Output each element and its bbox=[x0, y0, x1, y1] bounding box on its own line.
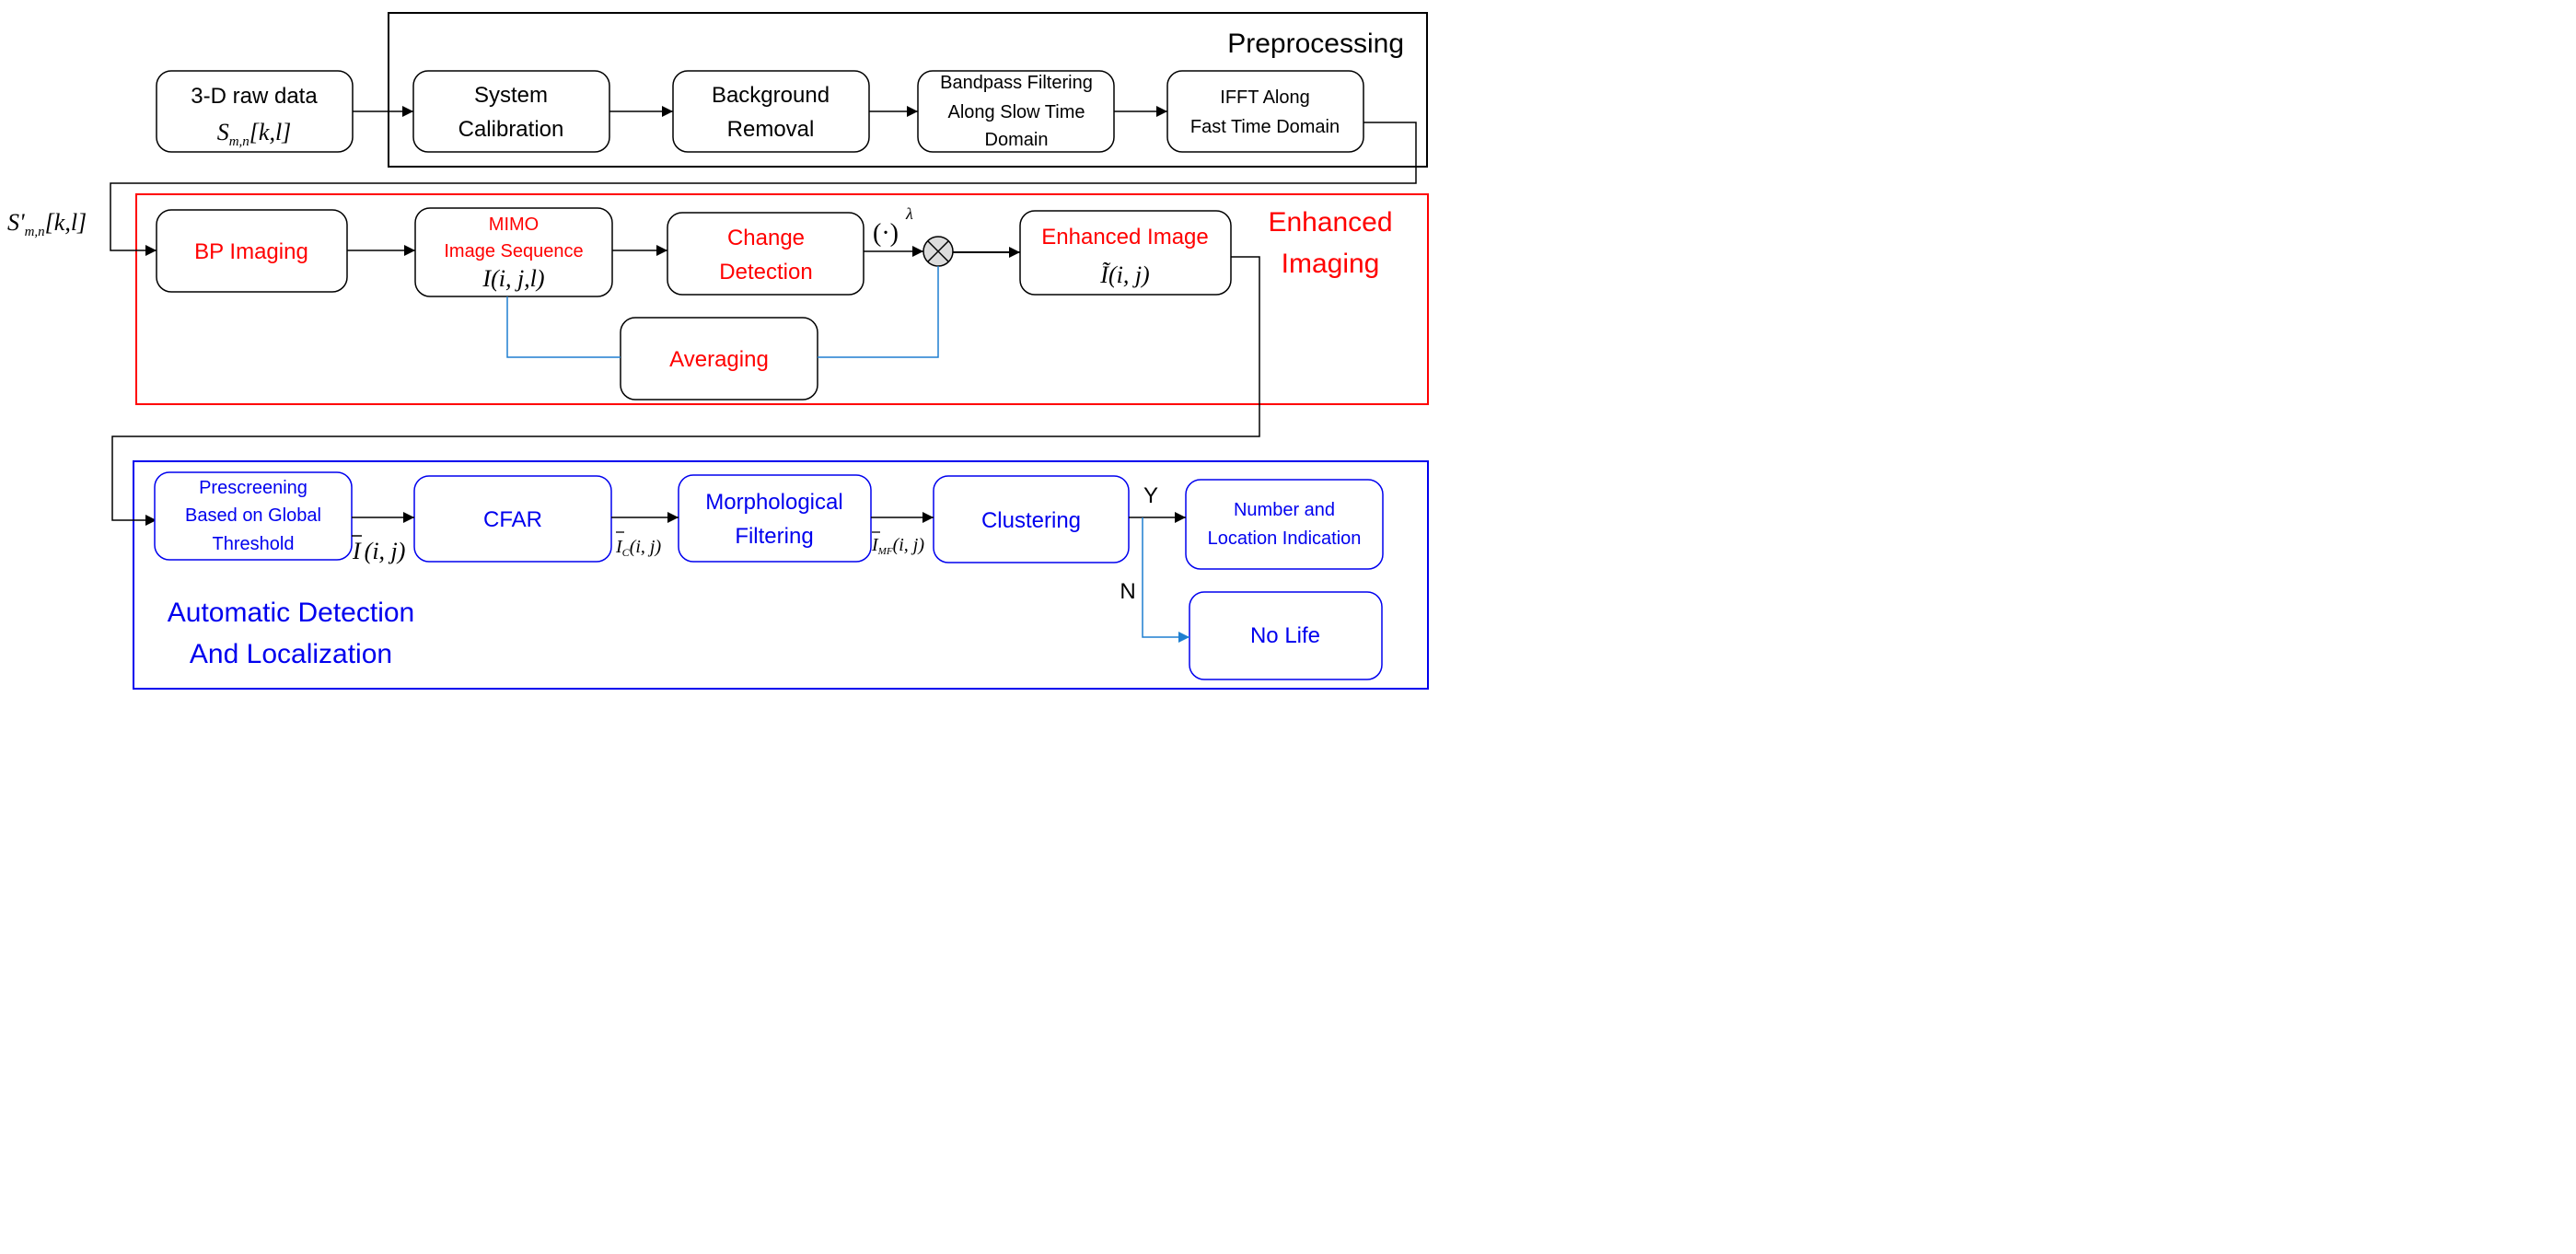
morphological-line2: Filtering bbox=[735, 524, 813, 549]
enhanced-image-block[interactable]: Enhanced Image Ĩ(i, j) bbox=[1019, 210, 1232, 296]
multiplier-node bbox=[922, 236, 954, 267]
clustering-label: Clustering bbox=[981, 508, 1081, 533]
connector-averaging-to-multiplier bbox=[818, 266, 939, 358]
change-detection-line1: Change bbox=[727, 226, 805, 250]
mimo-label: MIMO bbox=[489, 215, 539, 235]
preprocessing-frame bbox=[388, 12, 1428, 168]
detection-frame bbox=[133, 460, 1429, 690]
cfar-block[interactable]: CFAR bbox=[413, 475, 612, 563]
number-location-line2: Location Indication bbox=[1208, 528, 1362, 549]
no-life-block[interactable]: No Life bbox=[1189, 591, 1383, 680]
bandpass-filtering-line1: Bandpass Filtering bbox=[940, 73, 1093, 93]
enhanced-imaging-frame bbox=[135, 193, 1429, 405]
connector-enhanced-to-prescreening bbox=[111, 256, 1260, 526]
system-calibration-line2: Calibration bbox=[458, 117, 564, 142]
prescreening-line1: Prescreening bbox=[199, 478, 307, 498]
svg-text:I(i, j): I(i, j) bbox=[352, 538, 405, 564]
enhanced-image-label: Enhanced Image bbox=[1041, 225, 1208, 250]
bandpass-filtering-line3: Domain bbox=[985, 130, 1049, 150]
raw-data-label: 3-D raw data bbox=[191, 84, 318, 109]
prescreening-block[interactable]: Prescreening Based on Global Threshold bbox=[154, 471, 353, 561]
cfar-label: CFAR bbox=[483, 507, 542, 532]
connector-ifft-to-bp bbox=[110, 122, 1417, 256]
svg-text:IMF(i, j): IMF(i, j) bbox=[871, 535, 924, 557]
s-prime-label: S'm,n[k,l] bbox=[7, 209, 87, 239]
preprocessing-title: Preprocessing bbox=[1227, 29, 1404, 59]
raw-data-math: Sm,n[k,l] bbox=[217, 119, 292, 149]
bp-imaging-block[interactable]: BP Imaging bbox=[156, 209, 348, 293]
prescreening-line3: Threshold bbox=[213, 534, 295, 554]
ifft-line1: IFFT Along bbox=[1220, 87, 1309, 108]
branch-yes-label: Y bbox=[1143, 483, 1158, 508]
morphological-filtering-block[interactable]: Morphological Filtering bbox=[678, 474, 872, 563]
raw-data-block[interactable]: 3-D raw data Sm,n[k,l] bbox=[156, 70, 354, 153]
bandpass-filtering-line2: Along Slow Time bbox=[948, 102, 1085, 122]
connector-mimo-to-averaging bbox=[506, 296, 621, 358]
i-mf-label: IMF(i, j) bbox=[871, 531, 924, 557]
enhanced-image-math: Ĩ(i, j) bbox=[1099, 261, 1149, 288]
background-removal-line2: Removal bbox=[727, 117, 815, 142]
bandpass-filtering-block[interactable]: Bandpass Filtering Along Slow Time Domai… bbox=[917, 70, 1115, 153]
number-location-line1: Number and bbox=[1234, 500, 1335, 520]
system-calibration-line1: System bbox=[474, 83, 548, 108]
flowchart-diagram: Preprocessing Enhanced Imaging Automatic… bbox=[7, 12, 1429, 690]
mimo-image-sequence-block[interactable]: MIMO Image Sequence I(i, j,l) bbox=[414, 207, 613, 297]
prescreening-line2: Based on Global bbox=[185, 505, 321, 526]
ifft-line2: Fast Time Domain bbox=[1190, 117, 1340, 137]
background-removal-line1: Background bbox=[712, 83, 830, 108]
arrow-clustering-to-no-life bbox=[1142, 517, 1189, 643]
mimo-math: I(i, j,l) bbox=[482, 265, 544, 292]
background-removal-block[interactable]: Background Removal bbox=[672, 70, 870, 153]
i-bar-label: I(i, j) bbox=[352, 535, 405, 564]
svg-text:IC(i, j): IC(i, j) bbox=[615, 537, 661, 559]
ifft-block[interactable]: IFFT Along Fast Time Domain bbox=[1166, 70, 1364, 153]
number-location-block[interactable]: Number and Location Indication bbox=[1185, 479, 1384, 570]
clustering-block[interactable]: Clustering bbox=[933, 475, 1130, 563]
i-c-label: IC(i, j) bbox=[615, 531, 661, 559]
enhanced-title-line1: Enhanced bbox=[1268, 207, 1392, 238]
system-calibration-block[interactable]: System Calibration bbox=[412, 70, 610, 153]
averaging-block[interactable]: Averaging bbox=[620, 317, 818, 401]
averaging-label: Averaging bbox=[669, 347, 769, 372]
change-detection-block[interactable]: Change Detection bbox=[667, 212, 864, 296]
detection-title-line1: Automatic Detection bbox=[168, 598, 414, 628]
enhanced-title-line2: Imaging bbox=[1282, 249, 1380, 279]
change-detection-line2: Detection bbox=[719, 260, 812, 284]
branch-no-label: N bbox=[1120, 579, 1135, 604]
image-sequence-label: Image Sequence bbox=[444, 241, 583, 261]
detection-title-line2: And Localization bbox=[190, 639, 392, 669]
bp-imaging-label: BP Imaging bbox=[194, 239, 308, 264]
power-label: (·)λ bbox=[873, 204, 913, 248]
morphological-line1: Morphological bbox=[705, 490, 842, 515]
no-life-label: No Life bbox=[1250, 623, 1320, 648]
